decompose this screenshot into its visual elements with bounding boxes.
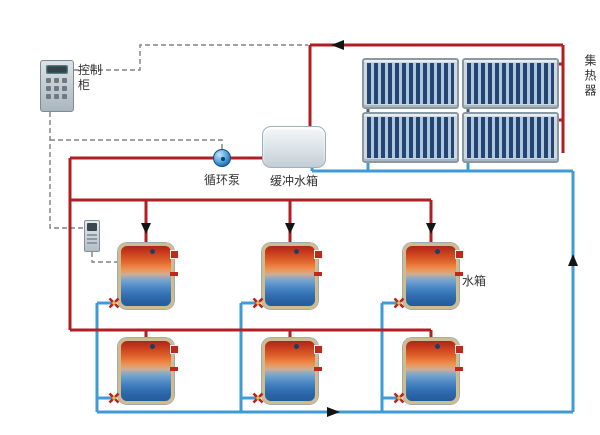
keypad-button bbox=[62, 78, 67, 83]
flow-arrow-left bbox=[331, 40, 344, 50]
tank-hot-port-icon bbox=[314, 250, 323, 259]
valve-icon bbox=[392, 391, 406, 405]
keypad-button bbox=[62, 86, 67, 91]
flow-arrow-right bbox=[327, 407, 340, 417]
control-wires bbox=[49, 44, 308, 263]
room-controller-screen bbox=[87, 223, 97, 231]
keypad-button bbox=[62, 94, 67, 99]
cabinet-keypad bbox=[46, 78, 68, 99]
valve-icon bbox=[251, 391, 265, 405]
solar-collector-panel bbox=[462, 112, 559, 163]
buffer-tank-label: 缓冲水箱 bbox=[269, 174, 318, 188]
circulation-pump-icon bbox=[213, 149, 231, 167]
water-tank bbox=[403, 338, 464, 404]
tank-side-port-icon bbox=[455, 272, 463, 276]
pump-label: 循环泵 bbox=[203, 173, 240, 187]
control-cabinet-label: 控制柜 bbox=[78, 63, 103, 92]
tank-sensor-dot-icon bbox=[294, 249, 299, 254]
collector-tubes bbox=[467, 63, 554, 104]
keypad-button bbox=[54, 94, 59, 99]
flow-arrow-down bbox=[141, 223, 151, 234]
keypad-button bbox=[46, 78, 51, 83]
control-wire-segment bbox=[91, 252, 118, 263]
control-cabinet bbox=[40, 60, 74, 112]
control-wire-segment bbox=[50, 139, 223, 149]
control-wire-segment bbox=[49, 112, 84, 229]
collector-tubes bbox=[367, 63, 454, 104]
water-tank bbox=[403, 243, 464, 309]
keypad-button bbox=[46, 94, 51, 99]
flow-arrow-down bbox=[285, 223, 295, 234]
tank-side-port-icon bbox=[455, 367, 463, 371]
tank-side-port-icon bbox=[170, 367, 178, 371]
valve-icon bbox=[251, 296, 265, 310]
collector-label: 集热器 bbox=[583, 54, 597, 99]
buffer-tank bbox=[262, 126, 326, 168]
water-tank bbox=[262, 243, 323, 309]
solar-collector-panel bbox=[462, 58, 559, 109]
collector-tubes bbox=[467, 117, 554, 158]
tank-sensor-dot-icon bbox=[435, 344, 440, 349]
cabinet-screen bbox=[46, 65, 68, 74]
tank-sensor-dot-icon bbox=[435, 249, 440, 254]
room-controller bbox=[84, 220, 100, 252]
solar-collector-panel bbox=[362, 112, 459, 163]
tank-side-port-icon bbox=[314, 272, 322, 276]
tank-side-port-icon bbox=[170, 272, 178, 276]
keypad-button bbox=[54, 78, 59, 83]
tank-hot-port-icon bbox=[455, 345, 464, 354]
keypad-button bbox=[54, 86, 59, 91]
keypad-button bbox=[46, 86, 51, 91]
tank-sensor-dot-icon bbox=[294, 344, 299, 349]
water-tank bbox=[262, 338, 323, 404]
tank-side-port-icon bbox=[314, 367, 322, 371]
tank-label: 水箱 bbox=[462, 274, 487, 288]
control-wire-segment bbox=[74, 44, 308, 71]
tank-hot-port-icon bbox=[314, 345, 323, 354]
valve-icon bbox=[392, 296, 406, 310]
tank-hot-port-icon bbox=[170, 250, 179, 259]
valve-icon bbox=[107, 391, 121, 405]
room-controller-keys bbox=[87, 234, 97, 244]
solar-collector-panel bbox=[362, 58, 459, 109]
collector-tubes bbox=[367, 117, 454, 158]
flow-arrows bbox=[141, 40, 578, 417]
water-tank bbox=[118, 243, 179, 309]
valve-icon bbox=[107, 296, 121, 310]
flow-arrow-up bbox=[568, 254, 578, 266]
tank-sensor-dot-icon bbox=[150, 344, 155, 349]
tank-hot-port-icon bbox=[455, 250, 464, 259]
flow-arrow-down bbox=[426, 223, 436, 234]
tank-hot-port-icon bbox=[170, 345, 179, 354]
tank-sensor-dot-icon bbox=[150, 249, 155, 254]
water-tank bbox=[118, 338, 179, 404]
